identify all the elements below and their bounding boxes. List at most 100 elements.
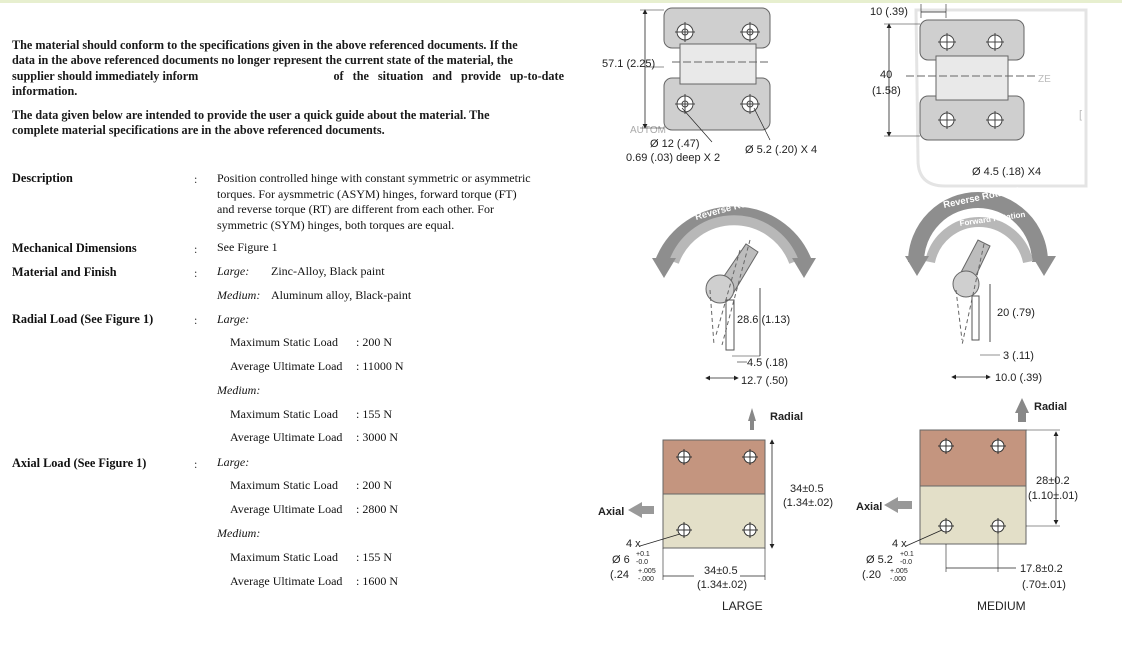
intro-line: supplier should immediately inform of th… <box>12 69 564 84</box>
medium-plate-height: 28±0.2 <box>1036 475 1070 487</box>
description-label: Description <box>12 171 73 185</box>
page-top-rule <box>0 0 1122 3</box>
large-holes-in-tolerance-lo: -.000 <box>638 576 654 583</box>
colon: : <box>194 266 198 280</box>
medium-hole-callout: Ø 4.5 (.18) X4 <box>972 166 1041 178</box>
medium-hinge-top-view: ZE 10 (.39) 40 (1.58) Ø 4.5 (.18) X4 [ <box>870 4 1088 188</box>
radial-medium-static-value: : 155 N <box>356 407 392 421</box>
medium-height-dimension: 40 <box>880 69 892 81</box>
colon: : <box>194 242 198 256</box>
large-offset-dimension: 4.5 (.18) <box>747 357 788 369</box>
description-line: Position controlled hinge with constant … <box>217 171 531 185</box>
radial-medium-static-label: Maximum Static Load <box>230 407 338 421</box>
medium-caption: MEDIUM <box>977 599 1026 613</box>
axial-large-static-label: Maximum Static Load <box>230 478 338 492</box>
intro-line-part: supplier should immediately inform <box>12 68 199 83</box>
medium-arm-length-dimension: 20 (.79) <box>997 307 1035 319</box>
large-axial-label: Axial <box>598 506 624 518</box>
large-caption: LARGE <box>722 599 763 613</box>
mechanical-dimensions-label: Mechanical Dimensions <box>12 241 137 255</box>
medium-load-plate: Radial Axial 28±0.2 (1.10±.01) 17.8±0.2 … <box>856 398 1078 613</box>
description-line: and reverse torque (RT) are different fr… <box>217 202 494 217</box>
medium-holes-in-tolerance-lo: -.000 <box>890 576 906 583</box>
axial-medium-label: Medium: <box>217 526 261 540</box>
material-finish-label: Material and Finish <box>12 265 117 279</box>
large-plate-width: 34±0.5 <box>704 565 738 577</box>
medium-radial-label: Radial <box>1034 401 1067 413</box>
material-medium-label: Medium: <box>217 288 261 302</box>
medium-plate-width: 17.8±0.2 <box>1020 563 1063 575</box>
radial-medium-ultimate-value: : 3000 N <box>356 430 398 444</box>
description-line: torques. For aysmmetric (ASYM) hinges, f… <box>217 186 517 201</box>
radial-large-static-label: Maximum Static Load <box>230 335 338 349</box>
stray-mark: [ <box>1079 109 1082 121</box>
material-large-label: Large: <box>217 264 250 278</box>
medium-plate-width-in: (.70±.01) <box>1022 579 1066 591</box>
axial-load-label: Axial Load (See Figure 1) <box>12 456 147 470</box>
large-radial-label: Radial <box>770 411 803 423</box>
medium-height-dimension-in: (1.58) <box>872 85 901 97</box>
medium-holes-tolerance-lo: -0.0 <box>900 559 912 566</box>
axial-medium-ultimate-value: : 1600 N <box>356 574 398 588</box>
axial-large-static-value: : 200 N <box>356 478 392 492</box>
colon: : <box>194 457 198 471</box>
radial-large-ultimate-value: : 11000 N <box>356 359 404 373</box>
radial-load-label: Radial Load (See Figure 1) <box>12 312 154 326</box>
medium-holes-diameter: Ø 5.2 <box>866 554 893 566</box>
intro-paragraph-2: The data given below are intended to pro… <box>12 108 564 139</box>
medium-axial-label: Axial <box>856 501 882 513</box>
large-width-dimension: 12.7 (.50) <box>741 375 788 387</box>
radial-large-static-value: : 200 N <box>356 335 392 349</box>
colon: : <box>194 172 198 186</box>
description-value: Position controlled hinge with constant … <box>217 171 531 233</box>
large-load-plate: Radial Axial 34±0.5 (1.34±.02) 34±0.5 (1… <box>598 408 833 613</box>
large-height-dimension: 57.1 (2.25) <box>602 58 655 70</box>
radial-large-label: Large: <box>217 312 250 326</box>
medium-holes-count: 4 x <box>892 538 907 550</box>
axial-medium-static-value: : 155 N <box>356 550 392 564</box>
intro-line: data in the above referenced documents n… <box>12 53 513 68</box>
stray-label: ZE <box>1038 74 1051 85</box>
medium-width-dimension: 10.0 (.39) <box>995 372 1042 384</box>
axial-large-ultimate-label: Average Ultimate Load <box>230 502 343 516</box>
large-holes-diameter-in: (.24 <box>610 569 629 581</box>
large-rotation-diagram: Reverse Rotation 28.6 (1.13) 4.5 (.18) 1… <box>652 192 816 387</box>
large-holes-tolerance-hi: +0.1 <box>636 551 650 558</box>
axial-medium-ultimate-label: Average Ultimate Load <box>230 574 343 588</box>
material-large-value: Zinc-Alloy, Black paint <box>271 264 385 278</box>
large-plate-width-in: (1.34±.02) <box>697 579 747 591</box>
medium-holes-in-tolerance-hi: +.005 <box>890 568 908 575</box>
medium-plate-height-in: (1.10±.01) <box>1028 490 1078 502</box>
stray-label: AUTOM <box>630 125 666 136</box>
large-hinge-top-view: AUTOM 57.1 (2.25) Ø 12 (.47) 0.69 (.03) … <box>602 7 817 164</box>
medium-rotation-diagram: Reverse Rotation Forward Rotation 20 (.7… <box>905 184 1056 384</box>
axial-large-ultimate-value: : 2800 N <box>356 502 398 516</box>
medium-holes-diameter-in: (.20 <box>862 569 881 581</box>
intro-line: The data given below are intended to pro… <box>12 108 490 122</box>
radial-medium-label: Medium: <box>217 383 261 397</box>
large-holes-in-tolerance-hi: +.005 <box>638 568 656 575</box>
large-arm-length-dimension: 28.6 (1.13) <box>737 314 790 326</box>
medium-holes-tolerance-hi: +0.1 <box>900 551 914 558</box>
mechanical-dimensions-value: See Figure 1 <box>217 240 278 254</box>
intro-line: The material should conform to the speci… <box>12 38 518 52</box>
radial-medium-ultimate-label: Average Ultimate Load <box>230 430 343 444</box>
intro-line-part: of the situation and provide up-to-date <box>333 68 564 83</box>
medium-offset-dimension: 3 (.11) <box>1003 350 1034 362</box>
colon: : <box>194 313 198 327</box>
axial-medium-static-label: Maximum Static Load <box>230 550 338 564</box>
large-hole-depth-callout: 0.69 (.03) deep X 2 <box>626 152 720 164</box>
intro-paragraph-1: The material should conform to the speci… <box>12 38 564 100</box>
large-holes-diameter: Ø 6 <box>612 554 630 566</box>
large-holes-tolerance-lo: -0.0 <box>636 559 648 566</box>
medium-top-dimension: 10 (.39) <box>870 6 908 18</box>
large-plate-height: 34±0.5 <box>790 483 824 495</box>
large-big-hole-callout: Ø 12 (.47) <box>650 138 700 150</box>
large-plate-height-in: (1.34±.02) <box>783 497 833 509</box>
description-line: symmetric (SYM) hinges, both torques are… <box>217 217 455 232</box>
axial-large-label: Large: <box>217 455 250 469</box>
intro-line: information. <box>12 84 78 99</box>
radial-large-ultimate-label: Average Ultimate Load <box>230 359 343 373</box>
material-medium-value: Aluminum alloy, Black-paint <box>271 288 412 302</box>
